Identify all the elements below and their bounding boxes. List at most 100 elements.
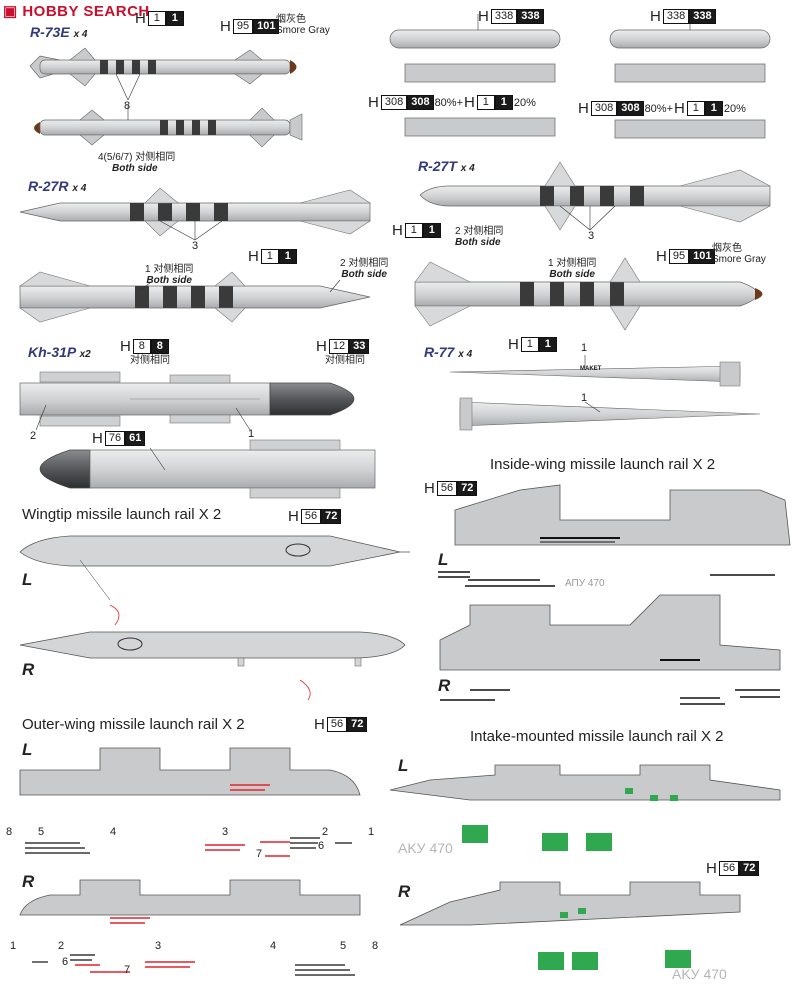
label-cn: 1 对侧相同 [145, 264, 194, 275]
code-black: 1 [494, 95, 513, 110]
wingtip-rail-left-drawing [19, 535, 410, 626]
code-white: 338 [662, 9, 690, 24]
code-white: 1 [260, 249, 279, 264]
r73e-qty: x 4 [73, 29, 88, 40]
outer-rail-right-drawing [19, 879, 361, 976]
code-pct: 20% [723, 102, 746, 115]
code-black: 1 [278, 249, 297, 264]
inside-rail-left-drawing [438, 484, 791, 587]
gray-cn: 烟灰色 [712, 243, 742, 254]
kh31p-missile-bottom [39, 439, 376, 499]
brand-text: HOBBY SEARCH [22, 3, 150, 20]
intake-rail-L: L [398, 756, 409, 775]
outer-L-num: 6 [318, 840, 325, 852]
r77-maket: MAKET [580, 366, 602, 372]
kh31p-label-1: 1 [248, 428, 255, 440]
r73e-missile-top [29, 47, 297, 101]
gray-en: Smore Gray [276, 25, 330, 36]
outer-rail-L: L [22, 740, 33, 759]
r77-qty: x 4 [458, 349, 473, 360]
r77-title: R-77 x 4 [424, 344, 472, 360]
code-pct: 80%+ [434, 96, 464, 109]
code-h: H [220, 18, 231, 35]
side-cn: 4(5/6/7) 对侧相同 [98, 152, 176, 163]
r27r-name: R-27R [28, 178, 69, 194]
outer-R-num: 6 [62, 956, 69, 968]
outer-R-num: 5 [340, 940, 347, 952]
side-en: Both side [112, 163, 158, 174]
r27r-label-3: 3 [192, 240, 199, 252]
r27r-qty: x 4 [72, 183, 87, 194]
outer-L-num: 4 [110, 826, 117, 838]
code-black: 338 [689, 9, 716, 24]
code-black: 1 [422, 223, 441, 238]
code-h: H [478, 8, 489, 25]
inside-rail-right-drawing [439, 594, 781, 705]
r73e-name: R-73E [30, 24, 70, 40]
r77-name: R-77 [424, 344, 455, 360]
outer-R-num: 4 [270, 940, 277, 952]
r73e-title: R-73E x 4 [30, 24, 87, 40]
outer-R-num: 8 [372, 940, 379, 952]
outer-rail-title: Outer-wing missile launch rail X 2 [22, 716, 245, 733]
outer-R-num: 7 [124, 964, 131, 976]
code-black: 308 [617, 101, 644, 116]
code-black: 1 [538, 337, 557, 352]
code-white: 56 [326, 717, 348, 732]
kh31p-label-2: 2 [30, 430, 37, 442]
intake-rail-aku-left: AKУ 470 [398, 840, 453, 856]
code-h: H [650, 8, 661, 25]
code-white: 338 [490, 9, 518, 24]
code-black: 338 [517, 9, 544, 24]
code-black: 1 [165, 11, 184, 26]
outer-R-num: 2 [58, 940, 65, 952]
outer-L-num: 7 [256, 848, 263, 860]
r27t-title: R-27T x 4 [418, 158, 475, 174]
outer-R-num: 3 [155, 940, 162, 952]
code-white: 56 [300, 509, 322, 524]
kh31p-missile-top [19, 371, 355, 431]
r27r-title: R-27R x 4 [28, 178, 86, 194]
intake-rail-right-drawing [399, 881, 741, 970]
r27t-name: R-27T [418, 158, 457, 174]
kh31p-qty: x2 [79, 349, 91, 360]
kh31p-title: Kh-31P x2 [28, 344, 91, 360]
code-pct: 20% [513, 96, 536, 109]
outer-L-num: 3 [222, 826, 229, 838]
code-white: 1 [476, 95, 495, 110]
top-pods [389, 14, 771, 139]
kh31p-name: Kh-31P [28, 344, 76, 360]
label-en: Both side [146, 275, 192, 286]
code-h: H [508, 336, 519, 353]
label-en: Both side [455, 237, 501, 248]
r73e-label-8: 8 [124, 100, 131, 112]
code-black: 72 [347, 717, 368, 732]
wingtip-rail-R: R [22, 660, 35, 679]
code-h: H [316, 338, 327, 355]
kh31p-code-a-note: 对侧相同 [130, 355, 170, 366]
r27r-missile-top [19, 187, 372, 241]
code-white: 76 [104, 431, 126, 446]
code-white: 1 [404, 223, 423, 238]
code-black: 72 [321, 509, 342, 524]
code-h: H [392, 222, 403, 239]
r77-label-1a: 1 [581, 342, 588, 354]
code-h: H [314, 716, 325, 733]
code-h: H [288, 508, 299, 525]
outer-L-num: 8 [6, 826, 13, 838]
code-black: 101 [689, 249, 716, 264]
